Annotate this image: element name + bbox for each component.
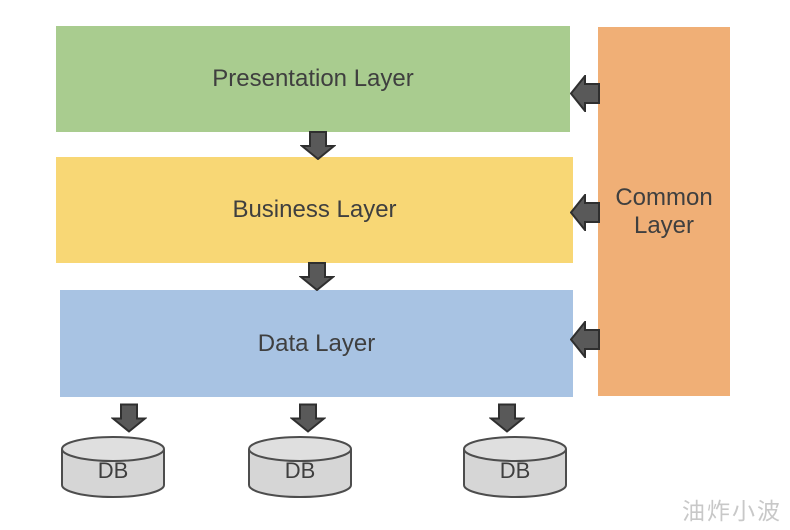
database-icon [248,436,352,498]
down-arrow-data-to-db3-icon [489,403,525,433]
db-cylinder-2: DB [247,435,353,501]
down-arrow-data-to-db1-icon [111,403,147,433]
presentation-layer-label: Presentation Layer [212,65,414,92]
data-layer-box: Data Layer [60,290,573,397]
left-arrow-common-to-business-icon [570,194,600,231]
down-arrow-business-to-data-icon [299,262,335,291]
database-icon [463,436,567,498]
business-layer-box: Business Layer [56,157,573,263]
db3-label: DB [499,458,531,483]
db-cylinder-3: DB [462,435,568,501]
db1-label: DB [97,458,129,483]
data-layer-label: Data Layer [257,329,376,357]
left-arrow-common-to-data-icon [570,321,600,358]
database-icon [61,436,165,498]
left-arrow-common-to-presentation-icon [570,75,600,112]
business-layer-label: Business Layer [232,196,397,223]
down-arrow-presentation-to-business-icon [300,131,336,160]
db2-label: DB [284,458,316,483]
db-cylinder-1: DB [60,435,166,501]
common-layer-box: Common Layer [598,27,730,396]
common-layer-label: Common Layer [615,183,713,239]
watermark: 油炸小波 [682,498,782,524]
presentation-layer-box: Presentation Layer [56,26,570,132]
down-arrow-data-to-db2-icon [290,403,326,433]
